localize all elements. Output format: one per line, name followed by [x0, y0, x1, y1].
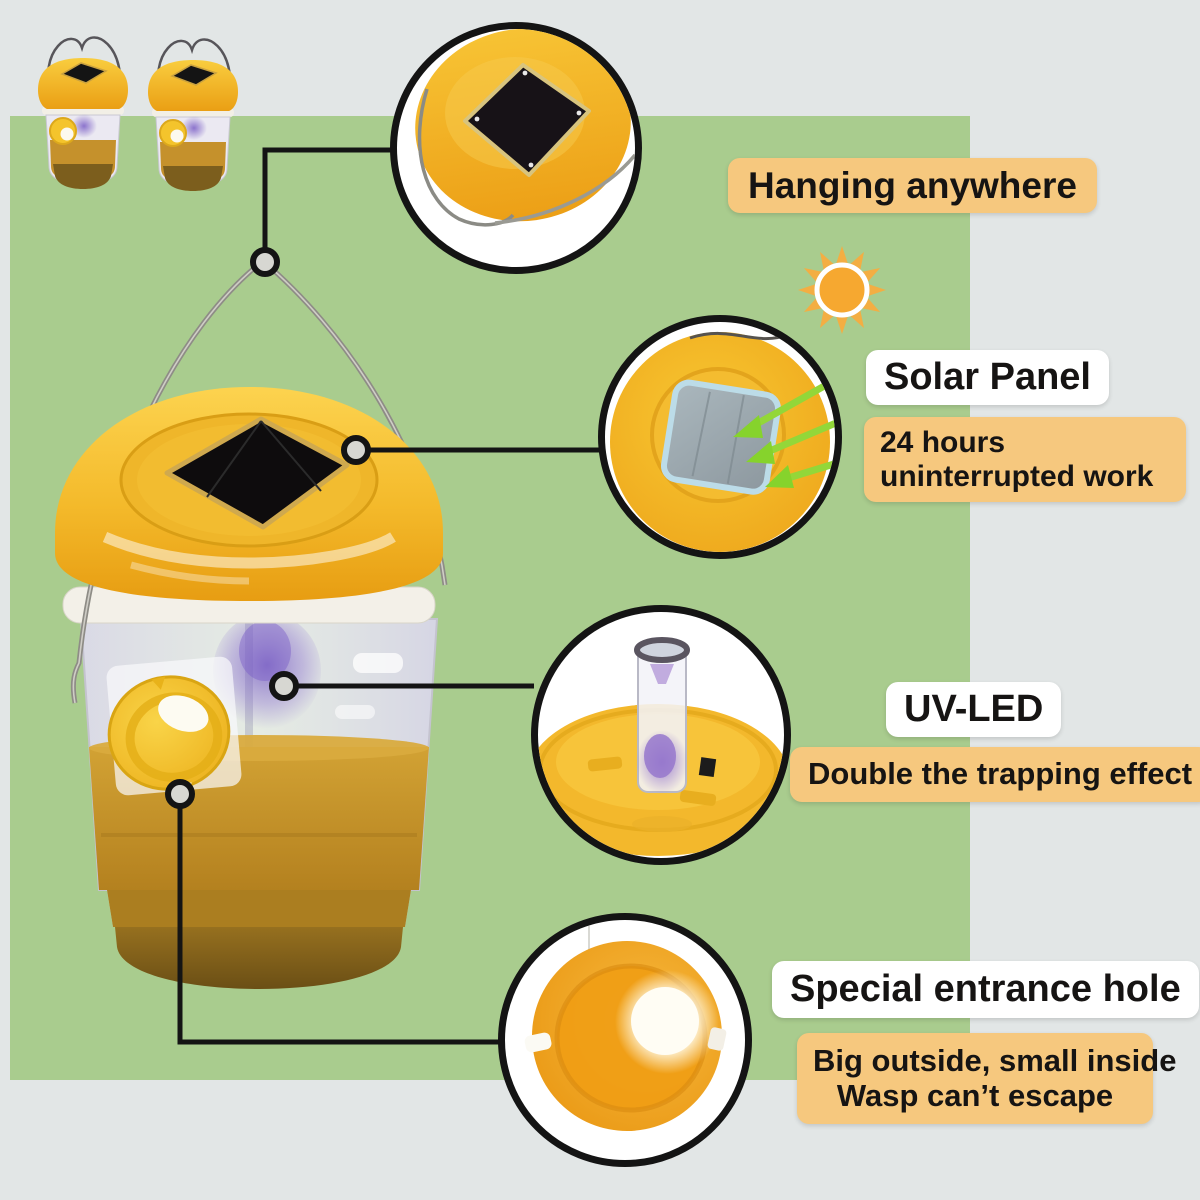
- product-photo-main: [55, 257, 448, 989]
- entrance-hole-subtitle-line1: Big outside, small inside: [813, 1043, 1177, 1078]
- solar-panel: [164, 416, 350, 530]
- product-thumbnail-2: [146, 38, 240, 193]
- hanging-anywhere-label: Hanging anywhere: [728, 158, 1097, 214]
- trap-base: [115, 927, 403, 989]
- solar-panel-subtitle: 24 hours uninterrupted work: [864, 417, 1186, 503]
- callout-photo-solar-panel: [598, 315, 842, 559]
- product-thumbnail-1: [36, 36, 130, 191]
- callout-photo-entrance-hole: [498, 913, 752, 1167]
- entrance-funnel: [107, 675, 231, 800]
- callout-photo-hanging: [390, 22, 642, 274]
- sun-icon: [798, 246, 886, 334]
- uv-led-tube: [634, 637, 690, 794]
- solar-panel-title: Solar Panel: [866, 350, 1109, 405]
- trap-lid: [55, 387, 443, 601]
- entrance-hole-title: Special entrance hole: [772, 961, 1199, 1018]
- entrance-hole-subtitle-line2: Wasp can’t escape: [836, 1077, 1114, 1113]
- uv-led-title: UV-LED: [886, 682, 1062, 737]
- hanging-wire-handle: [70, 257, 448, 704]
- product-thumbnails: [36, 36, 240, 193]
- uv-led-subtitle: Double the trapping effect: [790, 747, 1200, 802]
- sunlight-arrows: [733, 376, 835, 488]
- entrance-hole-subtitle: Big outside, small inside Wasp can’t esc…: [797, 1033, 1177, 1125]
- callout-photo-uv-led: [531, 605, 791, 865]
